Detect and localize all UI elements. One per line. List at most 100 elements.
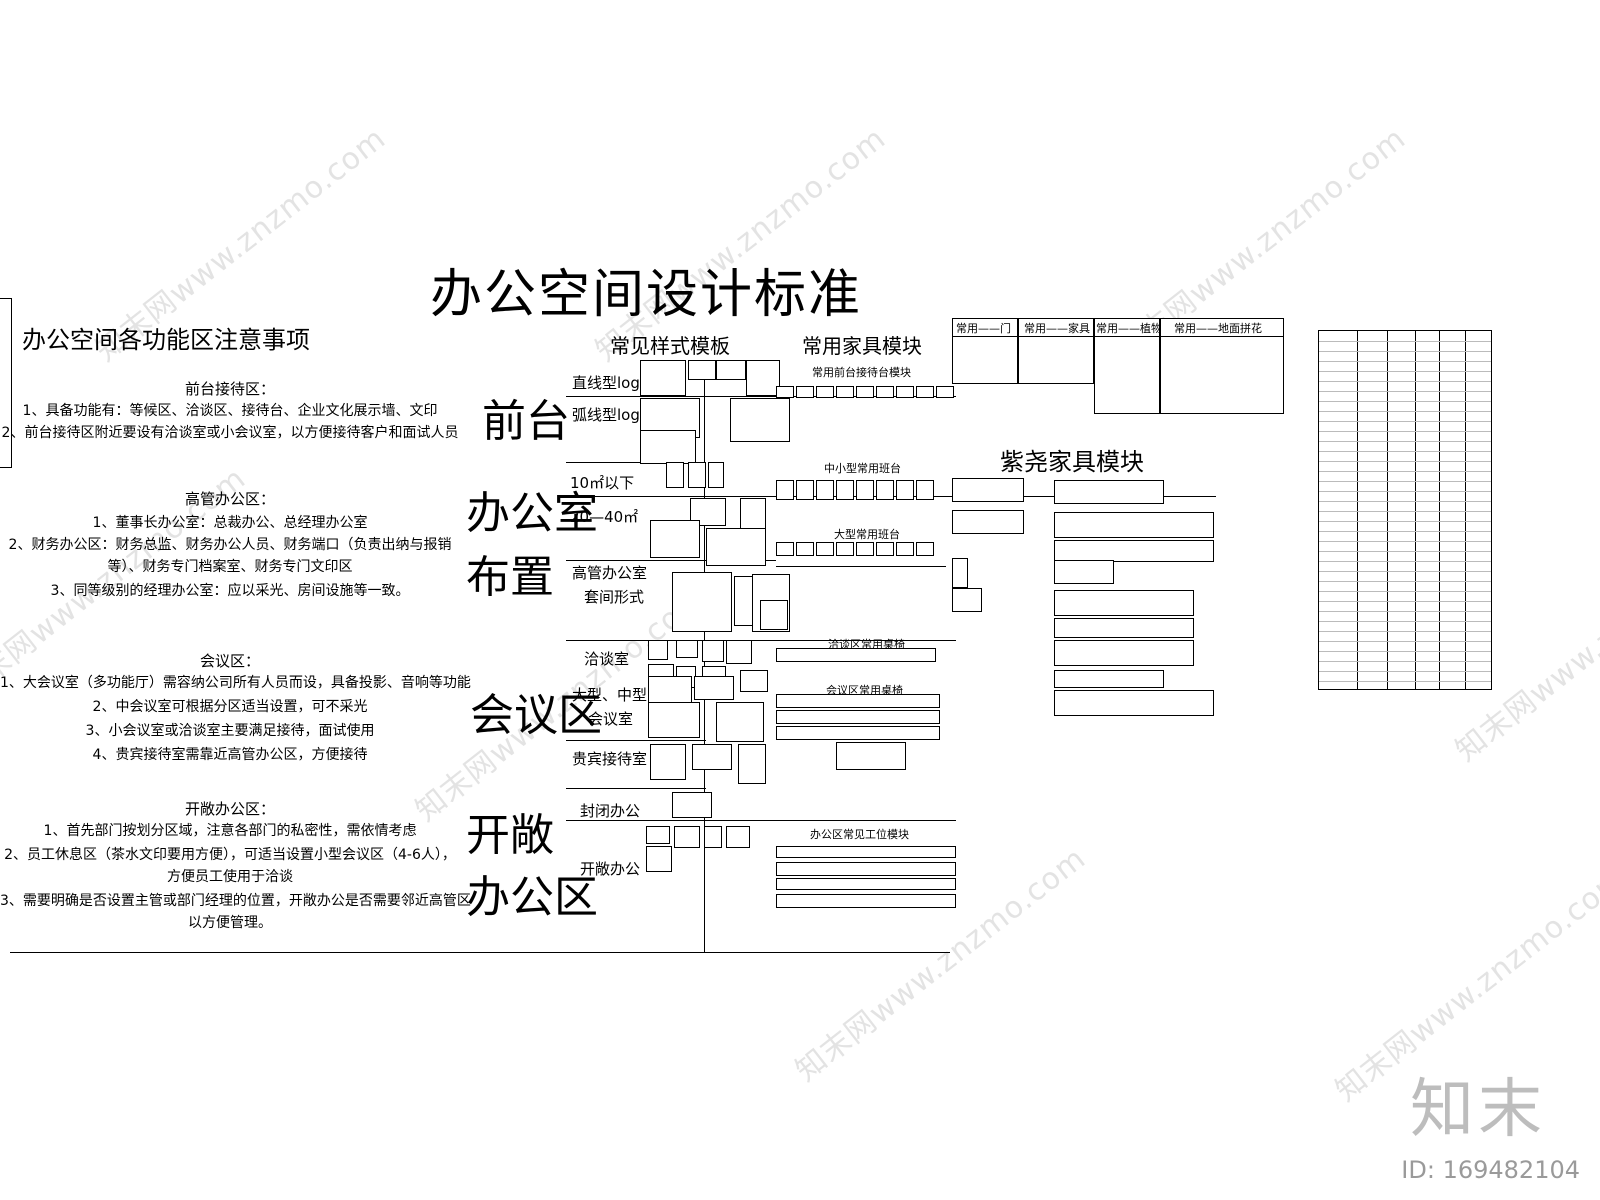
cad-furniture-block xyxy=(876,542,894,556)
row-vip: 贵宾接待室 xyxy=(572,750,648,768)
legend-table-row-line xyxy=(1319,401,1491,402)
group-line xyxy=(776,566,946,567)
sub-workstation: 办公区常见工位模块 xyxy=(810,828,909,841)
cad-furniture-block xyxy=(648,702,700,738)
page-title: 办公空间设计标准 xyxy=(430,265,863,325)
cad-furniture-block xyxy=(646,826,670,844)
row-closed: 封闭办公 xyxy=(580,802,641,820)
row-large-1: 大型、中型 xyxy=(572,686,648,704)
legend-table-row-line xyxy=(1319,361,1491,362)
cad-furniture-block xyxy=(672,572,732,632)
cad-furniture-block xyxy=(836,480,854,500)
cad-furniture-block xyxy=(952,478,1024,502)
cad-furniture-block xyxy=(740,670,768,692)
cad-furniture-block xyxy=(1054,560,1114,584)
legend-table-row-line xyxy=(1319,421,1491,422)
zone-meeting: 会议区 xyxy=(470,690,602,741)
cad-furniture-block xyxy=(776,386,794,398)
cad-furniture-block xyxy=(916,480,934,500)
cad-furniture-block xyxy=(952,510,1024,534)
cad-furniture-block xyxy=(672,792,712,818)
cad-furniture-block xyxy=(796,386,814,398)
legend-table-row-line xyxy=(1319,371,1491,372)
cad-furniture-block xyxy=(876,386,894,398)
legend-table-row-line xyxy=(1319,651,1491,652)
legend-table-row-line xyxy=(1319,341,1491,342)
cad-furniture-block xyxy=(1054,618,1194,638)
section-heading: 前台接待区： xyxy=(184,380,275,398)
note-line: 3、同等级别的经理办公室：应以采光、房间设施等一致。 xyxy=(50,583,410,599)
note-line: 方便员工使用于洽谈 xyxy=(167,869,293,885)
legend-table-row-line xyxy=(1319,671,1491,672)
cad-furniture-block xyxy=(776,480,794,500)
legend-table-row-line xyxy=(1319,681,1491,682)
legend-table-row-line xyxy=(1319,441,1491,442)
cad-furniture-block xyxy=(688,462,706,488)
legend-table-row-line xyxy=(1319,541,1491,542)
legend-table-row-line xyxy=(1319,351,1491,352)
row-negotiation: 洽谈室 xyxy=(584,650,630,668)
cad-furniture-block xyxy=(738,744,766,784)
cad-furniture-block xyxy=(1054,640,1194,666)
cad-furniture-block xyxy=(856,480,874,500)
legend-table-row-line xyxy=(1319,591,1491,592)
note-line: 2、前台接待区附近要设有洽谈室或小会议室，以方便接待客户和面试人员 xyxy=(1,425,459,441)
group-line xyxy=(566,820,956,821)
legend-table-row-line xyxy=(1319,551,1491,552)
legend-table xyxy=(1318,330,1492,690)
legend-table-row-line xyxy=(1319,391,1491,392)
cad-furniture-block xyxy=(706,528,766,566)
cad-furniture-block xyxy=(746,360,780,396)
note-line: 以方便管理。 xyxy=(188,915,272,931)
left-edge-frame xyxy=(0,298,12,468)
door-block-label: 常用——门 xyxy=(956,322,1011,335)
legend-table-row-line xyxy=(1319,381,1491,382)
floor-pattern-label: 常用——地面拼花 xyxy=(1174,322,1262,335)
row-exec-1: 高管办公室 xyxy=(572,564,648,582)
cad-furniture-block xyxy=(640,360,686,396)
cad-furniture-block xyxy=(666,462,684,488)
cad-furniture-block xyxy=(716,360,746,380)
note-line: 等）、财务专门档案室、财务专门文印区 xyxy=(107,559,353,575)
cad-furniture-block xyxy=(688,360,716,380)
section-heading: 会议区： xyxy=(199,652,260,670)
group-line xyxy=(566,462,706,463)
row-large-2: 会议室 xyxy=(588,710,634,728)
group-line xyxy=(566,640,956,641)
cad-furniture-block xyxy=(702,640,724,662)
cad-furniture-block xyxy=(708,462,724,488)
legend-table-row-line xyxy=(1319,611,1491,612)
sub-reception: 常用前台接待台模块 xyxy=(812,366,911,379)
cad-furniture-block xyxy=(646,846,672,872)
zone-open-2: 办公区 xyxy=(466,872,598,923)
furniture-block xyxy=(1018,318,1094,384)
cad-furniture-block xyxy=(1054,512,1214,538)
cad-furniture-block xyxy=(650,744,686,780)
sub-large-desk: 大型常用班台 xyxy=(834,528,900,541)
cad-furniture-block xyxy=(816,386,834,398)
plant-block xyxy=(1094,318,1160,414)
cad-furniture-block xyxy=(776,894,956,908)
legend-table-row-line xyxy=(1319,431,1491,432)
cad-furniture-block xyxy=(896,386,914,398)
legend-table-row-line xyxy=(1319,601,1491,602)
cad-furniture-block xyxy=(760,600,788,630)
cad-furniture-block xyxy=(776,542,794,556)
cad-furniture-block xyxy=(856,542,874,556)
cad-furniture-block xyxy=(704,826,722,848)
row-20-40: 20—40㎡ xyxy=(570,508,639,526)
cad-furniture-block xyxy=(676,640,698,658)
floor-pattern-block xyxy=(1160,318,1284,414)
block-sep xyxy=(952,336,1284,337)
zone-front-desk: 前台 xyxy=(482,396,570,447)
note-line: 1、具备功能有：等候区、洽谈区、接待台、企业文化展示墙、文印 xyxy=(22,403,438,419)
cad-furniture-block xyxy=(796,542,814,556)
cad-furniture-block xyxy=(796,480,814,500)
cad-furniture-block xyxy=(952,558,968,588)
cad-furniture-block xyxy=(726,640,752,664)
cad-furniture-block xyxy=(836,386,854,398)
cad-furniture-block xyxy=(836,542,854,556)
legend-table-row-line xyxy=(1319,471,1491,472)
cad-furniture-block xyxy=(896,480,914,500)
note-line: 3、小会议室或洽谈室主要满足接待，面试使用 xyxy=(85,723,375,739)
